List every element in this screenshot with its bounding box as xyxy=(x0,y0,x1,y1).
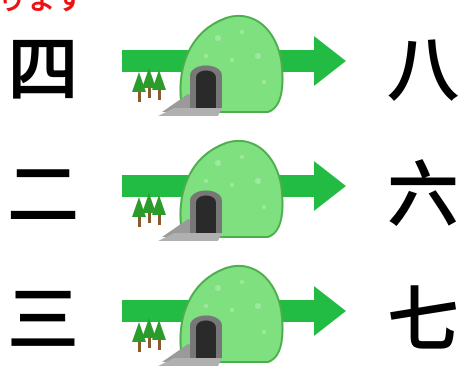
transform-row-1: 四 八 xyxy=(0,10,466,130)
input-kanji: 二 xyxy=(8,154,78,236)
output-kanji: 七 xyxy=(388,279,458,361)
output-kanji: 六 xyxy=(388,154,458,236)
tunnel-icon xyxy=(122,265,346,366)
input-kanji: 四 xyxy=(8,29,78,111)
tunnel-icon xyxy=(122,15,346,116)
input-kanji: 三 xyxy=(8,279,78,361)
transform-row-2: 二 六 xyxy=(0,135,466,255)
tunnel-icon xyxy=(122,140,346,241)
output-kanji: 八 xyxy=(388,29,458,111)
header-text: ります xyxy=(0,0,85,14)
transform-row-3: 三 七 xyxy=(0,260,466,380)
